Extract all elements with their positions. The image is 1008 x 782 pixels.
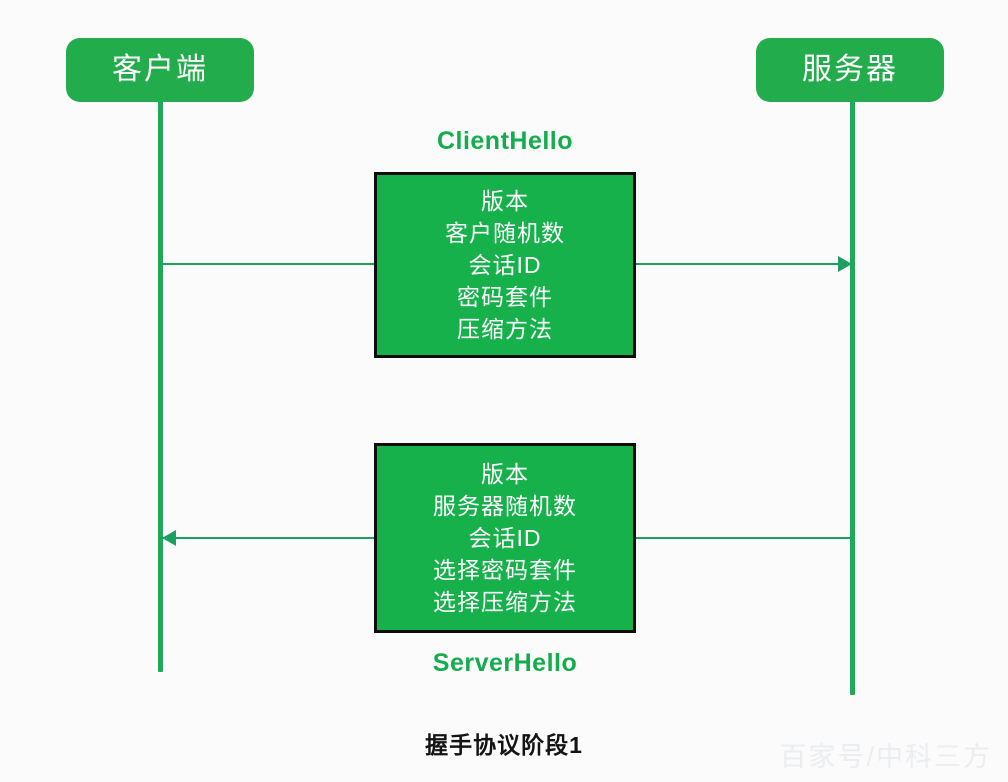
message-field: 选择密码套件 <box>433 557 577 584</box>
message-field: 会话ID <box>468 251 542 278</box>
message-field: 版本 <box>481 187 529 214</box>
message-field: 客户随机数 <box>445 219 565 246</box>
message-box-server-hello: 版本 服务器随机数 会话ID 选择密码套件 选择压缩方法 <box>374 443 636 633</box>
actor-server-label: 服务器 <box>802 53 898 86</box>
message-caption-client-hello: ClientHello <box>436 127 574 155</box>
message-field: 压缩方法 <box>457 316 553 343</box>
message-field: 版本 <box>481 460 529 487</box>
message-field: 选择压缩方法 <box>433 589 577 616</box>
message-field: 服务器随机数 <box>433 492 577 519</box>
diagram-title: 握手协议阶段1 <box>425 732 583 758</box>
lifeline-client <box>158 100 163 672</box>
arrow-head-right-icon <box>838 256 852 272</box>
actor-client-label: 客户端 <box>112 53 208 86</box>
actor-server: 服务器 <box>756 38 944 102</box>
lifeline-server <box>850 101 855 695</box>
message-box-client-hello: 版本 客户随机数 会话ID 密码套件 压缩方法 <box>374 172 636 358</box>
message-field: 密码套件 <box>457 284 553 311</box>
watermark: 百家号/中科三方 <box>779 742 992 772</box>
message-caption-server-hello: ServerHello <box>432 649 578 677</box>
actor-client: 客户端 <box>66 38 254 102</box>
message-field: 会话ID <box>468 524 542 551</box>
arrow-head-left-icon <box>162 530 176 546</box>
